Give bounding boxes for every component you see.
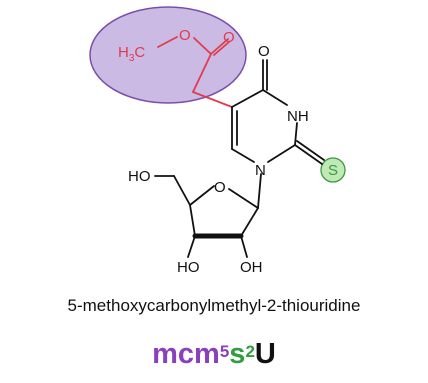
mcm-highlight-ellipse (89, 6, 247, 104)
c4-oxygen-label: O (258, 43, 270, 60)
methyl-label: H3C (118, 44, 145, 64)
sulfur-highlight-circle (320, 157, 346, 183)
abbrev-s: s (229, 338, 246, 370)
sugar-ring-oxygen-label: O (214, 179, 226, 196)
abbrev-mcm: mcm (152, 338, 220, 370)
molecule-structure: H3C O O O NH N S O HO HO OH (89, 6, 346, 276)
n1-label: N (255, 162, 266, 179)
nh-label: NH (287, 108, 309, 125)
abbrev-u: U (254, 338, 276, 370)
modification-bonds (157, 36, 233, 108)
ester-oxygen-label: O (179, 27, 191, 44)
abbrev-sup-2: 2 (245, 342, 255, 361)
carbonyl-oxygen-label: O (223, 29, 235, 46)
ho-5prime-label: HO (128, 168, 151, 185)
ho-3prime-label: HO (177, 259, 200, 276)
sulfur-label: S (328, 162, 338, 179)
compound-name-caption: 5-methoxycarbonylmethyl-2-thiouridine (67, 296, 361, 315)
compound-abbreviation: mcm5s2U (0, 336, 428, 372)
abbrev-sup-5: 5 (219, 342, 230, 361)
oh-2prime-label: OH (240, 259, 263, 276)
